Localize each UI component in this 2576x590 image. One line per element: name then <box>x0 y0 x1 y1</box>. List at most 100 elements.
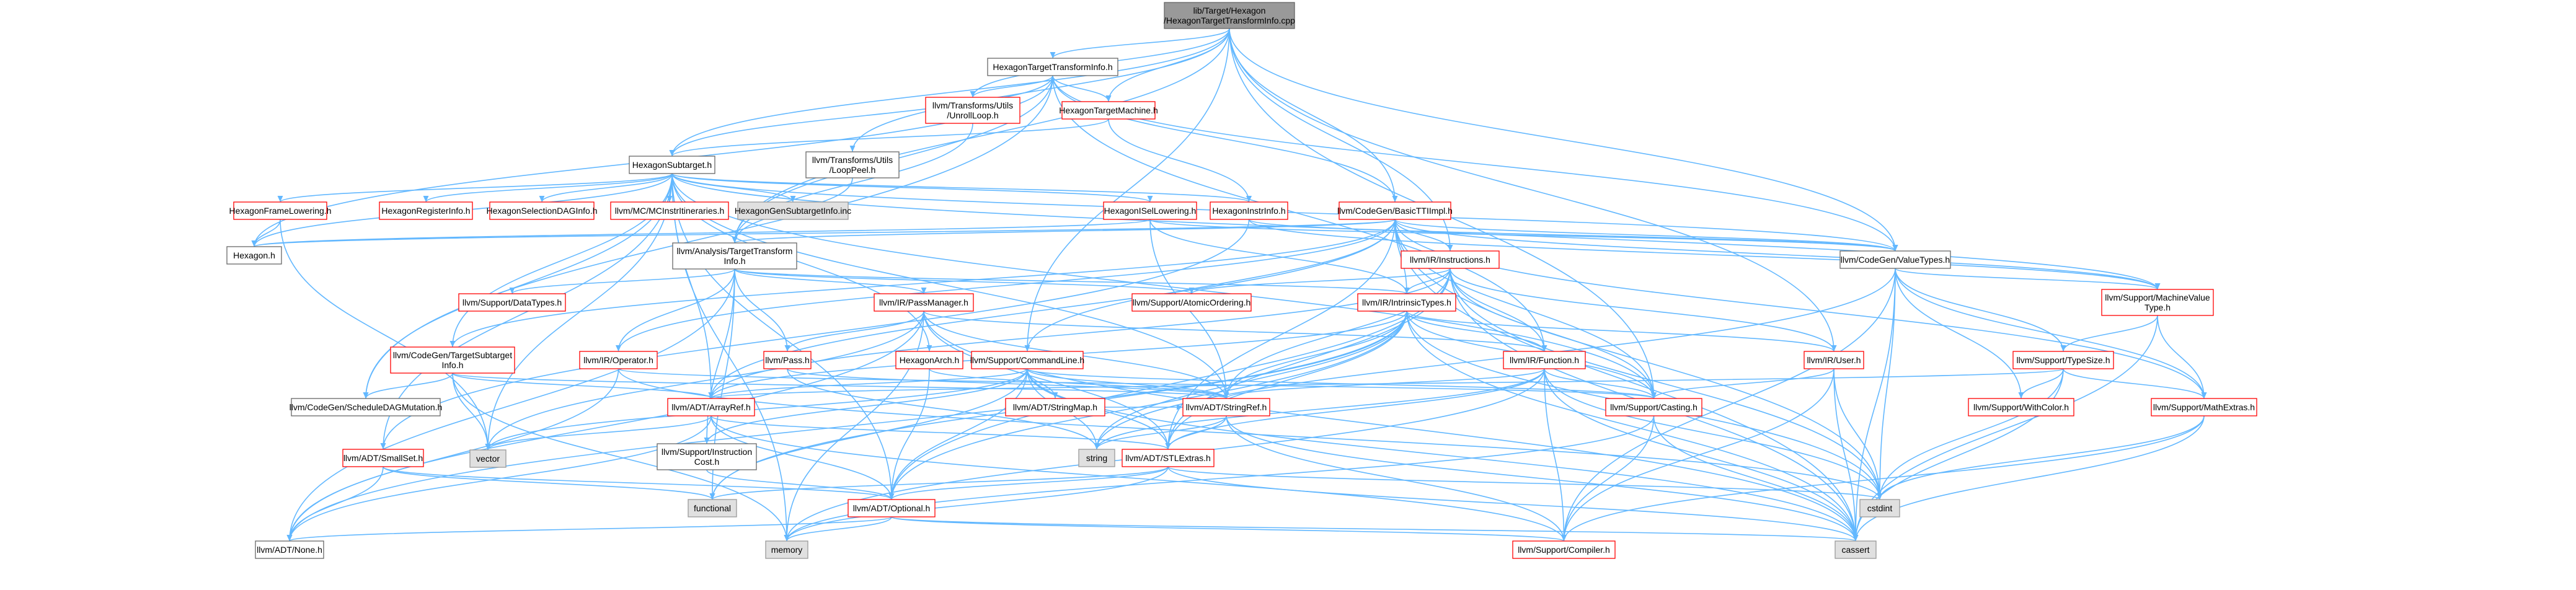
node-stringref[interactable]: llvm/ADT/StringRef.h <box>1182 398 1270 416</box>
edge-ata-to-intrin <box>734 268 1409 294</box>
node-box-htm <box>1061 101 1156 120</box>
node-hsel[interactable]: HexagonSelectionDAGInfo.h <box>487 201 598 220</box>
node-box-hinstr <box>1210 201 1288 220</box>
edge-optional-to-cassert <box>891 516 1858 542</box>
node-label-cstdint-0: cstdint <box>1867 503 1893 513</box>
node-casting[interactable]: llvm/Support/Casting.h <box>1605 398 1702 416</box>
node-looppeel[interactable]: llvm/Transforms/Utils/LoopPeel.h <box>805 151 900 178</box>
edge-arrayref-to-vector <box>485 415 712 451</box>
node-ata[interactable]: llvm/Analysis/TargetTransformInfo.h <box>672 242 797 270</box>
node-label-hfl-0: HexagonFrameLowering.h <box>229 206 332 216</box>
edge-basictti-to-irinst <box>1394 219 1453 252</box>
node-box-cgvt <box>1839 250 1951 269</box>
node-hsub[interactable]: HexagonSubtarget.h <box>629 156 715 174</box>
edge-intrin-to-string <box>1094 310 1407 450</box>
node-cmdline[interactable]: llvm/Support/CommandLine.h <box>970 351 1084 369</box>
node-label-mcinstr-0: llvm/MC/MCInstrItineraries.h <box>615 206 725 216</box>
edge-mathextras-to-cassert <box>1852 415 2205 542</box>
node-label-string-0: string <box>1086 453 1107 463</box>
node-atomic[interactable]: llvm/Support/AtomicOrdering.h <box>1131 293 1252 312</box>
node-box-hreg <box>379 201 473 220</box>
node-withcolor[interactable]: llvm/Support/WithColor.h <box>1968 398 2074 416</box>
node-label-looppeel-0: llvm/Transforms/Utils <box>812 155 893 165</box>
edge-arrayref-to-compiler <box>710 415 1567 542</box>
edge-stringref-to-compiler <box>1226 415 1567 542</box>
node-unroll[interactable]: llvm/Transforms/Utils/UnrollLoop.h <box>925 97 1020 124</box>
node-arrayref[interactable]: llvm/ADT/ArrayRef.h <box>667 398 755 416</box>
node-label-cgtsi-0: llvm/CodeGen/TargetSubtarget <box>393 350 512 360</box>
edge-htm-to-hsub <box>669 118 1109 157</box>
node-box-instrcost <box>657 443 757 470</box>
edge-cgvt-to-cassert <box>1852 268 1896 542</box>
node-mathextras[interactable]: llvm/Support/MathExtras.h <box>2151 398 2257 416</box>
node-label-ata-0: llvm/Analysis/TargetTransform <box>677 246 793 256</box>
node-basictti[interactable]: llvm/CodeGen/BasicTTIImpl.h <box>1337 201 1453 220</box>
node-irfunc[interactable]: llvm/IR/Function.h <box>1503 351 1586 369</box>
edge-hisel-to-cgvt <box>1149 219 1898 252</box>
node-label-cassert-0: cassert <box>1841 545 1869 555</box>
node-none[interactable]: llvm/ADT/None.h <box>255 540 324 559</box>
node-memory: memory <box>765 540 808 559</box>
edge-irfunc-to-cstdint <box>1544 368 1883 500</box>
node-label-passmgr-0: llvm/IR/PassManager.h <box>879 297 968 307</box>
edge-passmgr-to-pass <box>784 310 924 352</box>
node-harch[interactable]: HexagonArch.h <box>895 351 963 369</box>
node-label-mathextras-0: llvm/Support/MathExtras.h <box>2153 402 2255 412</box>
node-hexh[interactable]: Hexagon.h <box>226 246 282 265</box>
edge-ata-to-operator <box>616 268 735 352</box>
node-stlextras[interactable]: llvm/ADT/STLExtras.h <box>1122 449 1215 467</box>
node-operator[interactable]: llvm/IR/Operator.h <box>579 351 658 369</box>
node-label-stringmap-0: llvm/ADT/StringMap.h <box>1013 402 1097 412</box>
node-mcinstr[interactable]: llvm/MC/MCInstrItineraries.h <box>610 201 729 220</box>
edge-iruser-to-cassert <box>1833 368 1859 542</box>
node-box-string <box>1078 449 1115 467</box>
node-passmgr[interactable]: llvm/IR/PassManager.h <box>874 293 974 312</box>
node-hisel[interactable]: HexagonISelLowering.h <box>1103 201 1197 220</box>
edge-htti-to-hsub <box>669 75 1053 157</box>
node-hinstr[interactable]: HexagonInstrInfo.h <box>1210 201 1288 220</box>
node-label-hexh-0: Hexagon.h <box>233 250 275 260</box>
edge-basictti-to-mvt <box>1394 219 2161 290</box>
node-hgensub: HexagonGenSubtargetInfo.inc <box>735 201 851 220</box>
edge-basictti-to-hexh <box>252 219 1396 247</box>
node-irinst[interactable]: llvm/IR/Instructions.h <box>1401 250 1500 269</box>
node-hreg[interactable]: HexagonRegisterInfo.h <box>379 201 473 220</box>
node-box-smallset <box>342 449 424 467</box>
node-box-sdm <box>291 398 441 416</box>
node-optional[interactable]: llvm/ADT/Optional.h <box>848 499 936 517</box>
node-label-intrin-0: llvm/IR/IntrinsicTypes.h <box>1362 297 1451 307</box>
node-box-intrin <box>1357 293 1456 312</box>
edge-cmdline-to-functional <box>709 368 1028 500</box>
node-datatypes[interactable]: llvm/Support/DataTypes.h <box>458 293 566 312</box>
edge-hsub-to-hisel <box>671 173 1153 203</box>
edge-iruser-to-compiler <box>1561 368 1835 542</box>
node-label-hisel-0: HexagonISelLowering.h <box>1104 206 1197 216</box>
node-box-mathextras <box>2151 398 2257 416</box>
node-intrin[interactable]: llvm/IR/IntrinsicTypes.h <box>1357 293 1456 312</box>
node-htti[interactable]: HexagonTargetTransformInfo.h <box>987 58 1118 76</box>
node-smallset[interactable]: llvm/ADT/SmallSet.h <box>342 449 424 467</box>
node-stringmap[interactable]: llvm/ADT/StringMap.h <box>1005 398 1105 416</box>
edge-ata-to-pass <box>734 268 790 352</box>
node-box-mvt <box>2101 289 2214 316</box>
edge-cgvt-to-withcolor <box>1895 268 2024 399</box>
node-cgvt[interactable]: llvm/CodeGen/ValueTypes.h <box>1839 250 1951 269</box>
node-typesize[interactable]: llvm/Support/TypeSize.h <box>2012 351 2114 369</box>
edge-intrin-to-irfunc <box>1406 310 1547 352</box>
node-pass[interactable]: llvm/Pass.h <box>763 351 812 369</box>
node-hfl[interactable]: HexagonFrameLowering.h <box>229 201 332 220</box>
edge-smallset-to-none <box>286 466 384 542</box>
node-htm[interactable]: HexagonTargetMachine.h <box>1059 101 1158 120</box>
node-box-cassert <box>1835 540 1877 559</box>
edge-unroll-to-ata <box>732 123 973 244</box>
node-sdm[interactable]: llvm/CodeGen/ScheduleDAGMutation.h <box>290 398 443 416</box>
edge-cgtsi-to-vector <box>452 372 491 451</box>
edge-passmgr-to-irfunc <box>923 310 1547 352</box>
node-compiler[interactable]: llvm/Support/Compiler.h <box>1512 540 1616 559</box>
edge-optional-to-none <box>287 516 892 542</box>
edge-mvt-to-mathextras <box>2157 315 2207 399</box>
node-iruser[interactable]: llvm/IR/User.h <box>1804 351 1864 369</box>
